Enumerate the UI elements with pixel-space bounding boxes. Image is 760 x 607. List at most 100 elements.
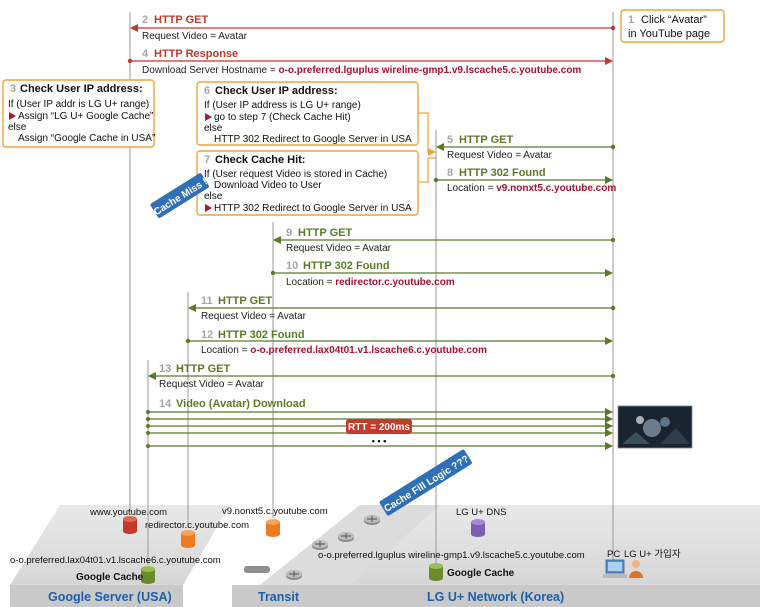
svg-text:Location = v9.nonxt5.c.youtube: Location = v9.nonxt5.c.youtube.com xyxy=(447,183,616,194)
svg-text:Request Video = Avatar: Request Video = Avatar xyxy=(286,243,392,254)
region-korea: LG U+ Network (Korea) xyxy=(427,590,564,604)
svg-text:Video (Avatar) Download: Video (Avatar) Download xyxy=(176,398,306,410)
svg-text:If (User IP addr is LG U+ rang: If (User IP addr is LG U+ range) xyxy=(8,99,149,110)
svg-text:If (User IP address is LG U+ r: If (User IP address is LG U+ range) xyxy=(204,100,361,111)
svg-text:RTT = 200ms: RTT = 200ms xyxy=(348,422,410,433)
server-label-lg-host: o-o.preferred.lguplus wireline-gmp1.v9.l… xyxy=(318,550,585,561)
svg-text:else: else xyxy=(204,191,223,202)
svg-text:Check Cache Hit:: Check Cache Hit: xyxy=(215,154,305,166)
svg-text:3: 3 xyxy=(10,83,16,95)
svg-text:• • •: • • • xyxy=(372,436,386,446)
step14-video-download: 14 Video (Avatar) Download RTT = 200ms •… xyxy=(146,398,613,450)
step5-http-get: 5 HTTP GET Request Video = Avatar xyxy=(436,134,616,161)
server-label-nonxt5: v9.nonxt5.c.youtube.com xyxy=(222,506,328,517)
rtt-badge xyxy=(346,419,412,434)
step7-box: 7 Check Cache Hit: If (User request Vide… xyxy=(196,150,419,216)
svg-text:8: 8 xyxy=(447,167,453,179)
svg-text:HTTP 302 Redirect to Google Se: HTTP 302 Redirect to Google Server in US… xyxy=(214,203,412,214)
db-youtube-icon xyxy=(123,516,137,534)
svg-text:Location = redirector.c.youtub: Location = redirector.c.youtube.com xyxy=(286,277,455,288)
svg-text:HTTP GET: HTTP GET xyxy=(298,227,352,239)
step2-http-get: 2 HTTP GET Request Video = Avatar xyxy=(130,14,616,42)
svg-text:If (User request Video is stor: If (User request Video is stored in Cach… xyxy=(204,169,387,180)
video-thumbnail xyxy=(617,405,693,449)
step9-http-get: 9 HTTP GET Request Video = Avatar xyxy=(273,227,616,254)
svg-text:Request Video = Avatar: Request Video = Avatar xyxy=(159,379,265,390)
svg-text:HTTP 302 Found: HTTP 302 Found xyxy=(459,167,546,179)
pointer-icon xyxy=(205,113,212,121)
pointer-icon xyxy=(205,204,212,212)
svg-text:HTTP 302 Found: HTTP 302 Found xyxy=(218,329,305,341)
db-google-cache-usa-icon xyxy=(141,566,155,584)
server-label-lax: o-o.preferred.lax04t01.v1.lscache6.c.you… xyxy=(10,555,221,566)
svg-text:14: 14 xyxy=(159,398,172,410)
server-label-redirector: redirector.c.youtube.com xyxy=(145,520,249,531)
platform-usa-front xyxy=(10,585,183,607)
platform-transit-front xyxy=(232,585,350,607)
svg-text:Download Video to User: Download Video to User xyxy=(214,180,322,191)
db-nonxt5-icon xyxy=(266,519,280,537)
step10-http-302: 10 HTTP 302 Found Location = redirector.… xyxy=(270,260,613,288)
svg-text:Request Video = Avatar: Request Video = Avatar xyxy=(447,150,553,161)
pc-icon xyxy=(603,559,627,578)
server-label-youtube: www.youtube.com xyxy=(89,507,167,518)
step8-http-302: 8 HTTP 302 Found Location = v9.nonxt5.c.… xyxy=(433,167,616,194)
svg-text:HTTP GET: HTTP GET xyxy=(459,134,513,146)
platform-usa xyxy=(10,505,230,585)
box-connectors xyxy=(418,112,436,183)
svg-text:HTTP 302 Found: HTTP 302 Found xyxy=(303,260,390,272)
step3-box: 3 Check User IP address: If (User IP add… xyxy=(2,79,155,148)
region-transit: Transit xyxy=(258,590,300,604)
step1-box: 1 Click “Avatar” in YouTube page xyxy=(620,9,725,43)
db-google-cache-kr-icon xyxy=(429,563,443,581)
step11-http-get: 11 HTTP GET Request Video = Avatar xyxy=(188,295,616,322)
svg-text:Check User IP address:: Check User IP address: xyxy=(20,83,143,95)
svg-text:2: 2 xyxy=(142,14,148,26)
svg-text:Request Video = Avatar: Request Video = Avatar xyxy=(142,31,248,42)
svg-text:10: 10 xyxy=(286,260,298,272)
svg-text:HTTP GET: HTTP GET xyxy=(154,14,208,26)
platform-transit xyxy=(260,505,440,585)
svg-text:else: else xyxy=(8,122,27,133)
platform-korea-front xyxy=(350,585,760,607)
svg-text:HTTP GET: HTTP GET xyxy=(218,295,272,307)
step12-http-302: 12 HTTP 302 Found Location = o-o.preferr… xyxy=(185,329,613,356)
svg-text:HTTP Response: HTTP Response xyxy=(154,48,238,60)
svg-text:13: 13 xyxy=(159,363,171,375)
svg-text:5: 5 xyxy=(447,134,453,146)
svg-text:HTTP 302 Redirect to Google Se: HTTP 302 Redirect to Google Server in US… xyxy=(214,134,412,145)
router-icon xyxy=(286,570,302,580)
db-redirector-icon xyxy=(181,530,195,548)
svg-text:Download Server Hostname = o-o: Download Server Hostname = o-o.preferred… xyxy=(142,65,581,76)
svg-text:7: 7 xyxy=(204,154,210,166)
svg-text:HTTP GET: HTTP GET xyxy=(176,363,230,375)
user-icon xyxy=(629,560,643,578)
label-subscriber: LG U+ 가입자 xyxy=(624,548,681,560)
routers xyxy=(244,515,380,580)
svg-text:Assign “Google Cache in USA”: Assign “Google Cache in USA” xyxy=(18,133,155,144)
svg-text:Assign “LG U+ Google Cache”: Assign “LG U+ Google Cache” xyxy=(18,111,153,122)
svg-text:1: 1 xyxy=(628,14,634,26)
router-icon xyxy=(312,540,328,550)
svg-text:Click “Avatar”: Click “Avatar” xyxy=(641,14,707,26)
server-label-google-cache-kr: Google Cache xyxy=(447,568,515,579)
step6-box: 6 Check User IP address: If (User IP add… xyxy=(196,81,419,146)
svg-text:Request Video = Avatar: Request Video = Avatar xyxy=(201,311,307,322)
svg-text:6: 6 xyxy=(204,85,210,97)
server-label-lg-dns: LG U+ DNS xyxy=(456,507,506,518)
svg-text:12: 12 xyxy=(201,329,213,341)
step13-http-get: 13 HTTP GET Request Video = Avatar xyxy=(148,363,616,390)
router-icon xyxy=(338,532,354,542)
svg-text:in YouTube page: in YouTube page xyxy=(628,28,710,40)
svg-text:else: else xyxy=(204,123,223,134)
svg-text:Check User IP address:: Check User IP address: xyxy=(215,85,338,97)
router-icon xyxy=(364,515,380,525)
pointer-icon xyxy=(9,112,16,120)
svg-text:4: 4 xyxy=(142,48,149,60)
svg-text:11: 11 xyxy=(201,295,213,307)
server-label-google-cache-usa: Google Cache xyxy=(76,572,144,583)
db-lg-dns-icon xyxy=(471,519,485,537)
svg-text:go to step 7 (Check Cache Hit): go to step 7 (Check Cache Hit) xyxy=(214,112,351,123)
